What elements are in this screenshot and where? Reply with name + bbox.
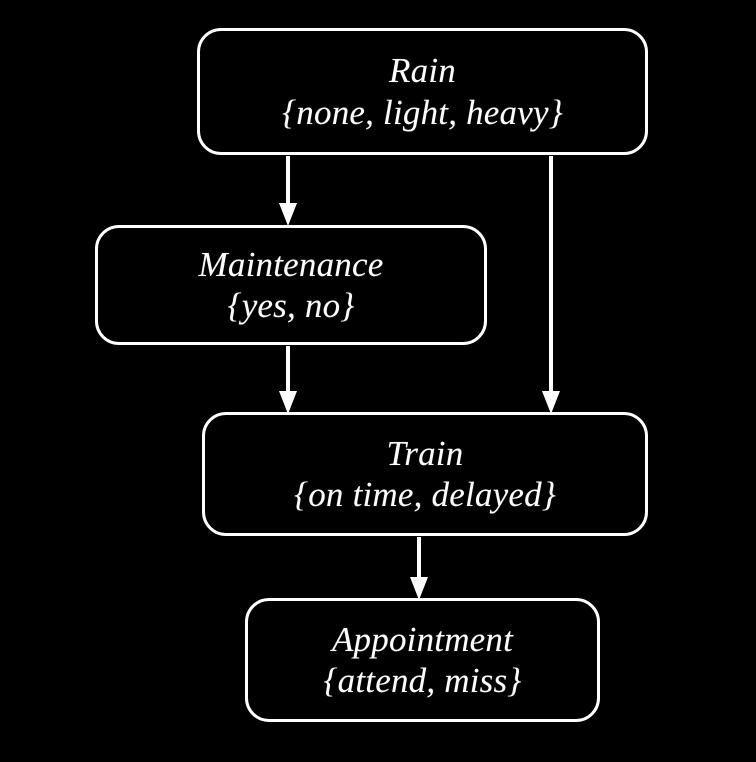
- node-rain[interactable]: Rain {none, light, heavy}: [197, 28, 648, 155]
- edge-rain-to-maintenance: [278, 156, 298, 226]
- edge-rain-to-train: [541, 156, 561, 414]
- node-appointment-label: Appointment: [331, 619, 514, 659]
- node-train[interactable]: Train {on time, delayed}: [202, 412, 648, 536]
- node-rain-label: Rain: [389, 51, 456, 91]
- node-maintenance-label: Maintenance: [198, 244, 384, 284]
- edge-train-to-appointment: [409, 537, 429, 600]
- node-train-domain: {on time, delayed}: [294, 475, 556, 514]
- node-appointment[interactable]: Appointment {attend, miss}: [245, 598, 600, 722]
- arrowhead-down-icon: [542, 391, 560, 414]
- arrowhead-down-icon: [279, 203, 297, 226]
- edge-line: [286, 346, 290, 393]
- node-rain-domain: {none, light, heavy}: [282, 92, 563, 132]
- node-appointment-domain: {attend, miss}: [323, 661, 522, 700]
- edge-line: [417, 537, 421, 579]
- edge-line: [286, 156, 290, 205]
- edge-maintenance-to-train: [278, 346, 298, 414]
- arrowhead-down-icon: [410, 577, 428, 600]
- node-maintenance-domain: {yes, no}: [227, 286, 355, 325]
- node-train-label: Train: [386, 433, 464, 473]
- node-maintenance[interactable]: Maintenance {yes, no}: [95, 225, 487, 345]
- arrowhead-down-icon: [279, 391, 297, 414]
- edge-line: [549, 156, 553, 393]
